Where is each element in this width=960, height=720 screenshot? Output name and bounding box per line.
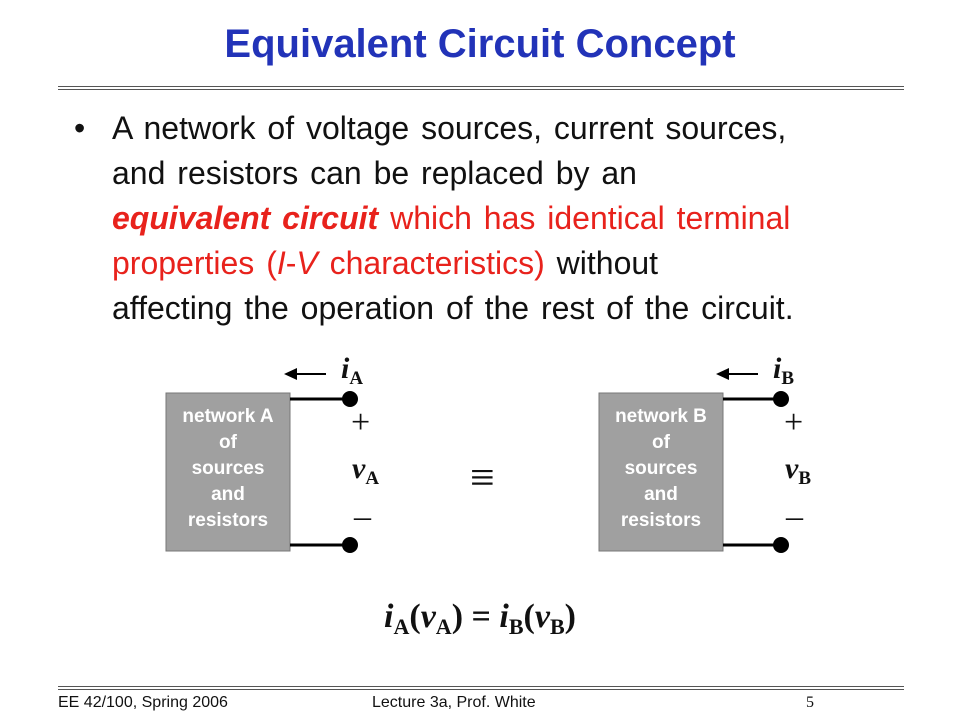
bullet-marker: • — [74, 110, 86, 146]
bullet-line-3: equivalent circuit which has identical t… — [112, 196, 914, 241]
current-subscript: A — [349, 368, 364, 389]
bullet-line-3-rest: which has identical terminal — [378, 200, 791, 236]
bullet-line-2: and resistors can be replaced by an — [112, 155, 637, 191]
bullet-line-4: properties (I-V characteristics) without — [112, 241, 914, 286]
bullet-line-1: A network of voltage sources, current so… — [112, 110, 787, 146]
network-b-label-line: network B — [615, 406, 707, 427]
footer-divider — [58, 686, 904, 690]
eq-v-a: v — [420, 598, 436, 635]
voltage-subscript: A — [365, 468, 380, 489]
bullet-line-5: affecting the operation of the rest of t… — [112, 290, 794, 326]
network-a-label-line: network A — [182, 406, 274, 427]
network-a-label-line: of — [219, 432, 237, 453]
equivalence-equation: iA(vA) = iB(vB) — [0, 598, 960, 640]
network-b-label: network B of sources and resistors — [599, 404, 723, 534]
title-divider — [58, 86, 904, 90]
eq-paren: ( — [523, 598, 535, 635]
footer-lecture: Lecture 3a, Prof. White — [372, 694, 536, 711]
iv-dash: - — [285, 245, 297, 281]
footer-course: EE 42/100, Spring 2006 — [58, 694, 228, 711]
network-b-label-line: resistors — [620, 510, 702, 531]
network-a-minus: – — [354, 498, 371, 535]
eq-paren: ) — [564, 598, 576, 635]
network-a-arrowhead — [284, 368, 297, 380]
current-symbol: i — [773, 352, 782, 385]
network-b-current-label: iB — [773, 352, 794, 390]
network-b-voltage-label: vB — [785, 452, 811, 490]
network-b-label-line: of — [652, 432, 670, 453]
equivalence-symbol: ≡ — [470, 453, 495, 502]
voltage-symbol: v — [785, 452, 799, 485]
network-a-plus: + — [351, 404, 371, 441]
eq-i-b: i — [499, 598, 509, 635]
bullet-line-4-b: characteristics) — [317, 245, 545, 281]
network-b-plus: + — [784, 404, 804, 441]
voltage-symbol: v — [352, 452, 366, 485]
voltage-subscript: B — [798, 468, 812, 489]
network-b-bottom-terminal — [773, 537, 789, 553]
network-a-voltage-label: vA — [352, 452, 379, 490]
current-subscript: B — [781, 368, 795, 389]
network-a-label: network A of sources and resistors — [166, 404, 290, 534]
network-b-minus: – — [786, 498, 803, 535]
current-symbol: i — [341, 352, 350, 385]
network-a-current-label: iA — [341, 352, 363, 390]
eq-sub: A — [393, 614, 410, 639]
slide-title: Equivalent Circuit Concept — [224, 22, 736, 66]
page-number: 5 — [806, 694, 814, 711]
eq-sub: B — [549, 614, 565, 639]
network-b-top-terminal — [773, 391, 789, 407]
eq-sub: B — [508, 614, 524, 639]
iv-i: I — [276, 245, 286, 281]
eq-paren: ) — [451, 598, 464, 635]
bullet-line-4-c: without — [544, 245, 659, 281]
bullet-paragraph: • A network of voltage sources, current … — [74, 106, 914, 331]
network-b-label-line: sources — [624, 458, 698, 479]
bullet-line-4-a: properties ( — [112, 245, 277, 281]
network-a-label-line: and — [211, 484, 245, 505]
network-a-label-line: resistors — [187, 510, 269, 531]
network-a-top-terminal — [342, 391, 358, 407]
eq-sub: A — [435, 614, 452, 639]
eq-equals: = — [463, 598, 500, 635]
network-a-box — [165, 392, 291, 552]
equivalent-circuit-term: equivalent circuit — [112, 200, 379, 236]
eq-v-b: v — [534, 598, 550, 635]
network-a-bottom-terminal — [342, 537, 358, 553]
network-b-arrowhead — [716, 368, 729, 380]
network-b-label-line: and — [644, 484, 678, 505]
eq-i-a: i — [384, 598, 394, 635]
network-a-label-line: sources — [191, 458, 265, 479]
eq-paren: ( — [409, 598, 421, 635]
iv-v: V — [296, 245, 318, 281]
network-b-box — [598, 392, 724, 552]
